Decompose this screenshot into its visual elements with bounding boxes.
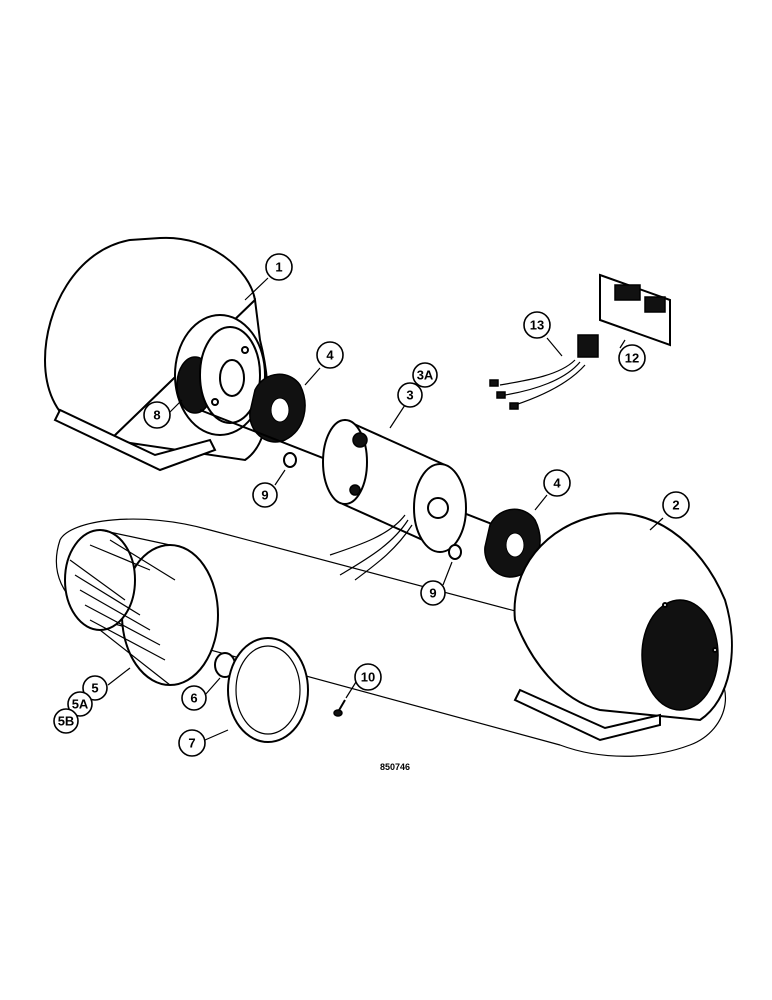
leader-lines [107,277,664,741]
mounting-ring [227,637,309,743]
callout-9-left: 9 [252,482,278,508]
svg-text:1: 1 [275,260,282,275]
blower-motor [322,418,467,581]
callout-3a: 3A [412,362,438,388]
callout-7: 7 [178,729,206,757]
callout-4-right: 4 [543,469,571,497]
svg-text:9: 9 [261,488,268,503]
blower-housing-left [43,236,269,472]
svg-text:10: 10 [361,670,375,685]
svg-text:7: 7 [188,736,195,751]
svg-text:5B: 5B [58,714,75,729]
svg-text:6: 6 [190,691,197,706]
callout-5a: 5A [67,691,93,717]
svg-text:4: 4 [326,348,334,363]
svg-text:13: 13 [530,318,544,333]
callout-12: 12 [618,344,646,372]
callout-8: 8 [143,401,171,429]
callout-13: 13 [523,311,551,339]
washer-left [283,452,297,468]
svg-text:9: 9 [429,586,436,601]
reference-number: 850746 [380,762,410,772]
callout-10: 10 [354,663,382,691]
svg-text:3A: 3A [417,368,434,383]
callout-3: 3 [397,382,423,408]
svg-text:12: 12 [625,351,639,366]
svg-text:5: 5 [91,681,98,696]
fan-wheel [64,529,219,686]
callout-5b: 5B [53,708,79,734]
washer-right [448,544,462,560]
svg-text:4: 4 [553,476,561,491]
callout-6: 6 [181,685,207,711]
svg-text:3: 3 [406,388,413,403]
callout-1: 1 [265,253,293,281]
svg-text:2: 2 [672,498,679,513]
svg-text:5A: 5A [72,697,89,712]
callout-9-right: 9 [420,580,446,606]
screw [333,699,346,717]
callout-4-left: 4 [316,341,344,369]
callout-2: 2 [662,491,690,519]
resistor [599,273,671,347]
svg-text:8: 8 [153,408,160,423]
callout-5: 5 [82,675,108,701]
wiring-harness [489,334,599,410]
blower-housing-right [513,512,733,742]
